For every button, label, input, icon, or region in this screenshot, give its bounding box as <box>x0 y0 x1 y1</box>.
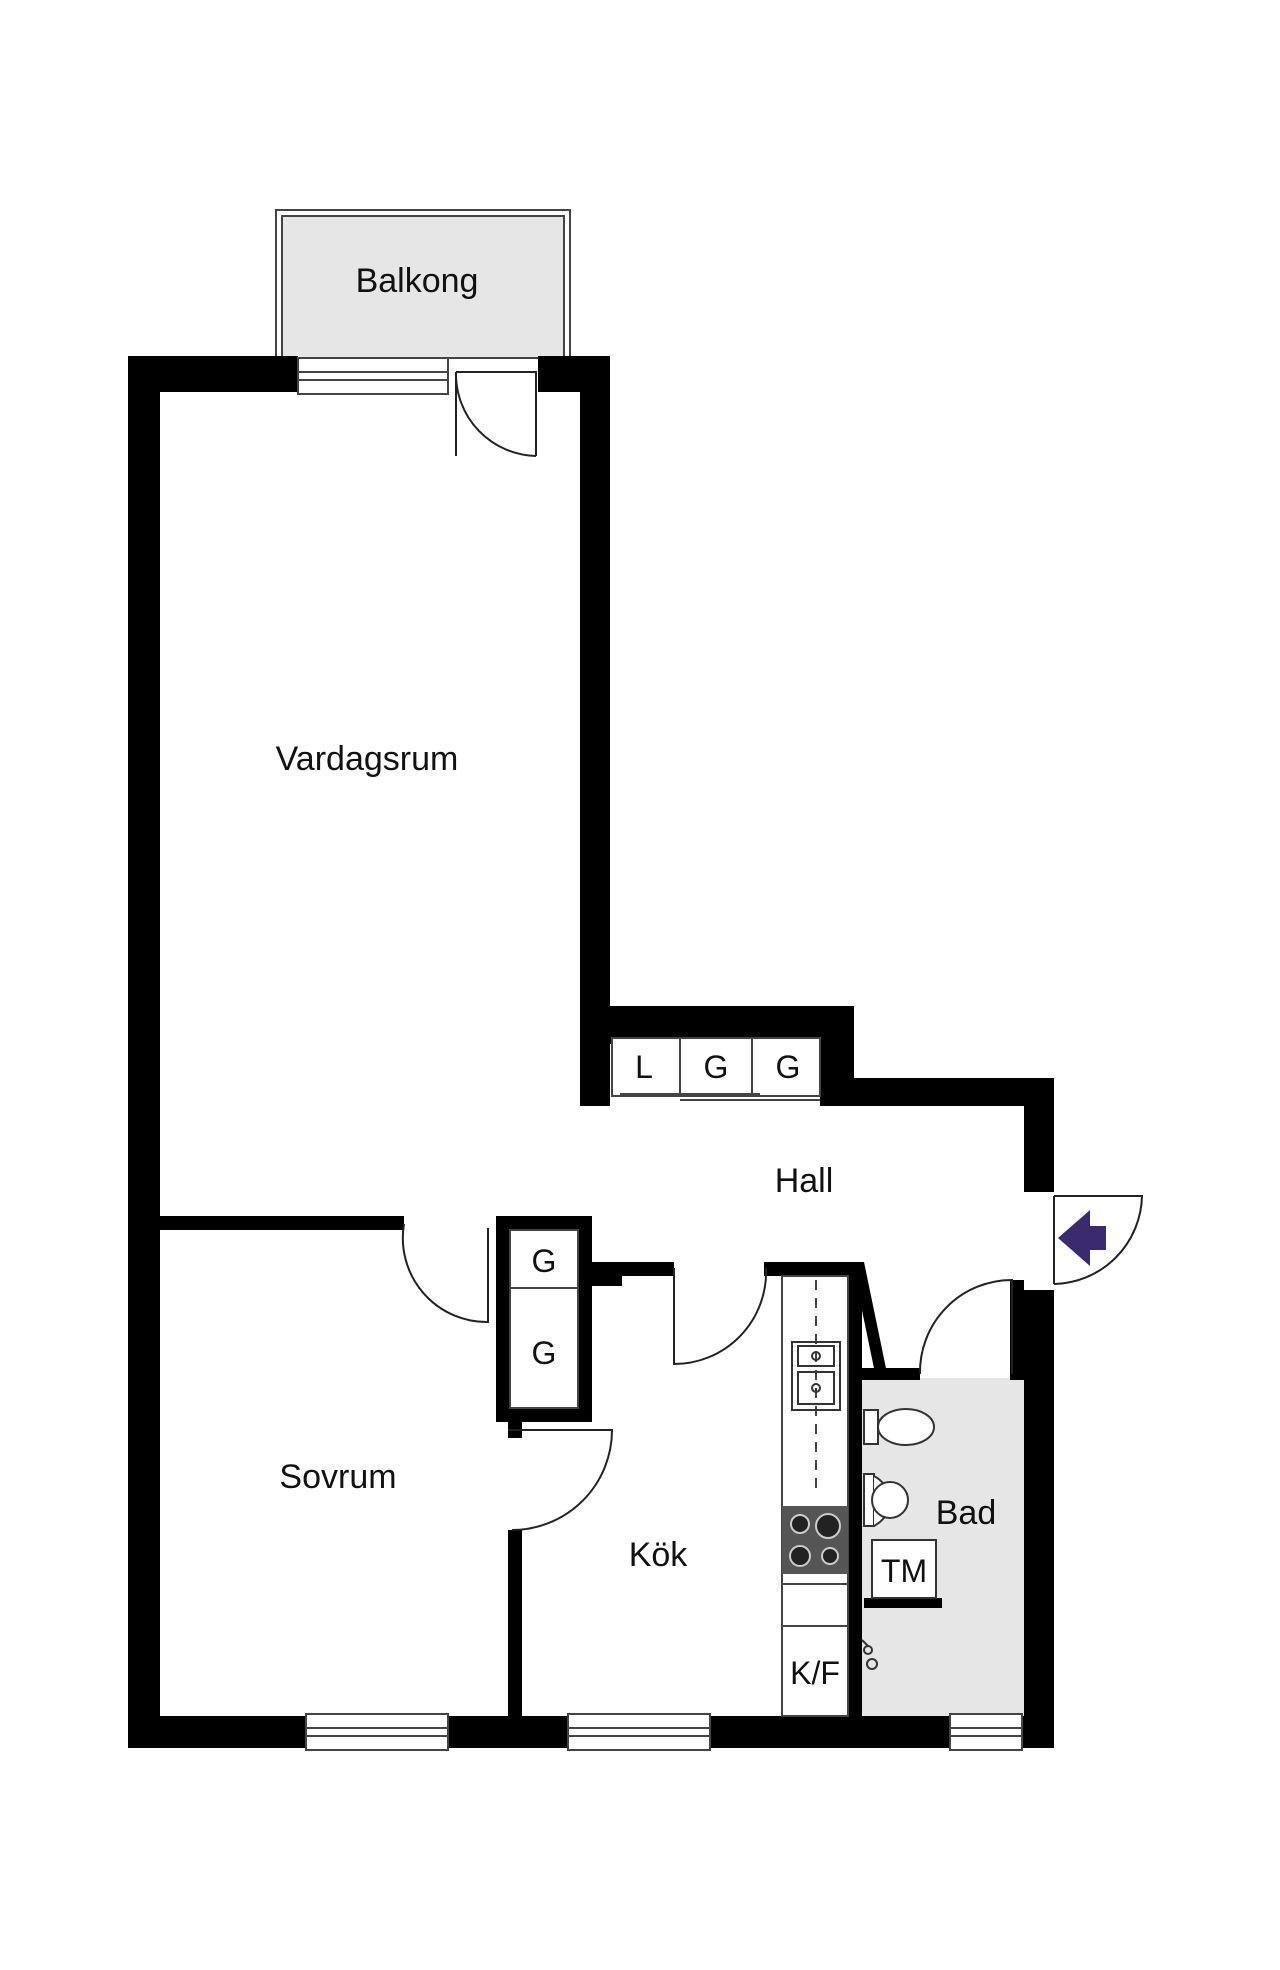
hall-storage-2-label: G <box>704 1049 729 1085</box>
hall-storage-1-label: L <box>635 1049 653 1085</box>
balcony <box>275 209 571 359</box>
washing-machine <box>871 1539 937 1599</box>
balcony-label: Balkong <box>356 262 479 300</box>
walls <box>128 356 1054 1748</box>
toilet-icon <box>863 1408 935 1446</box>
bedroom-closets <box>509 1229 579 1409</box>
kitchen-label: Kök <box>629 1536 689 1574</box>
bedroom-label: Sovrum <box>279 1458 396 1496</box>
fridge-freezer-label: K/F <box>790 1655 840 1691</box>
hall-label: Hall <box>775 1162 834 1200</box>
hall-storage-3-label: G <box>776 1049 801 1085</box>
windows <box>297 357 1023 1751</box>
washing-machine-label: TM <box>881 1553 927 1589</box>
entrance-arrow-icon <box>1058 1210 1106 1266</box>
washbasin-icon <box>863 1473 909 1527</box>
shower-icon <box>861 1639 878 1670</box>
bedroom-storage-1-label: G <box>532 1243 557 1279</box>
hall-closets <box>611 1037 821 1101</box>
doors <box>401 371 1144 1531</box>
stove-icon <box>782 1506 848 1574</box>
living-room-label: Vardagsrum <box>276 740 459 778</box>
bedroom-storage-2-label: G <box>532 1335 557 1371</box>
bathroom-label: Bad <box>936 1494 997 1532</box>
sink-icon <box>791 1341 841 1411</box>
